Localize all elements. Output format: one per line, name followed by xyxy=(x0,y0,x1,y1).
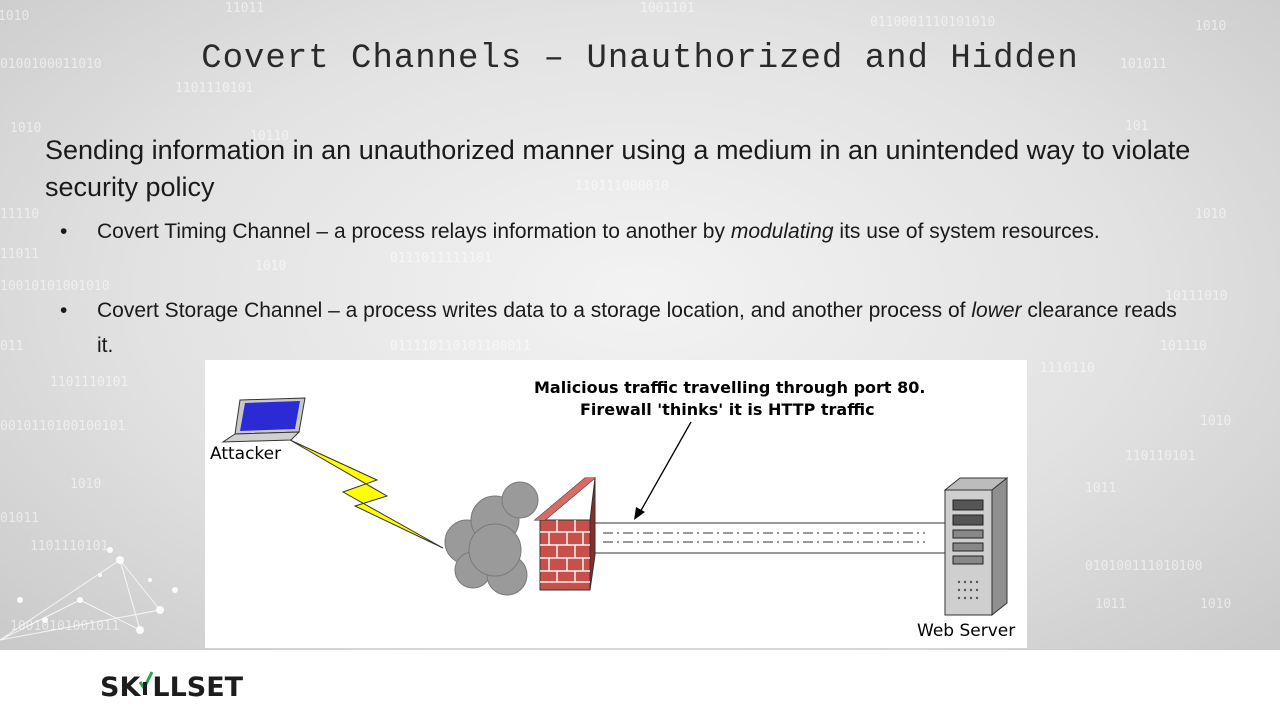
svg-text:010100111010100: 010100111010100 xyxy=(1085,559,1202,574)
svg-text:1011: 1011 xyxy=(1095,597,1126,612)
web-server-label: Web Server xyxy=(917,621,1016,641)
svg-text:1010: 1010 xyxy=(1200,597,1231,612)
svg-text:1001101: 1001101 xyxy=(640,1,695,16)
svg-text:1110110: 1110110 xyxy=(1040,361,1095,376)
internet-cloud-icon xyxy=(444,481,539,596)
footer-bar xyxy=(0,650,1280,720)
svg-text:01011: 01011 xyxy=(0,511,39,526)
checkmark-i-icon xyxy=(139,671,154,698)
svg-text:0010110100100101: 0010110100100101 xyxy=(0,419,125,434)
svg-text:1011: 1011 xyxy=(1085,481,1116,496)
slide-title: Covert Channels – Unauthorized and Hidde… xyxy=(201,40,1079,78)
svg-text:011110110101100011: 011110110101100011 xyxy=(390,339,531,354)
lightning-bolt-icon xyxy=(289,439,444,549)
skillset-logo: SK LLSET xyxy=(100,671,244,703)
bullet-text: Covert Timing Channel – a process relays… xyxy=(97,220,1100,243)
svg-text:1010: 1010 xyxy=(70,477,101,492)
svg-text:11011: 11011 xyxy=(225,1,264,16)
lead-paragraph: Sending information in an unauthorized m… xyxy=(45,135,1191,202)
binary-pattern-background: 1010 11011 1001101 0110001110101010 1010… xyxy=(0,0,1280,650)
attacker-label: Attacker xyxy=(210,444,282,464)
svg-text:1010: 1010 xyxy=(10,121,41,136)
svg-text:1101110101: 1101110101 xyxy=(50,375,128,390)
svg-text:0100100011010: 0100100011010 xyxy=(0,57,102,72)
bullet-glyph: • xyxy=(60,220,68,243)
bullet-glyph: • xyxy=(60,299,68,322)
svg-text:110111000010: 110111000010 xyxy=(575,179,669,194)
svg-text:101011: 101011 xyxy=(1120,57,1167,72)
firewall-icon xyxy=(533,477,597,591)
svg-text:0111011111101: 0111011111101 xyxy=(390,251,492,266)
svg-text:1010: 1010 xyxy=(1195,207,1226,222)
svg-text:1010: 1010 xyxy=(1195,19,1226,34)
svg-text:11110: 11110 xyxy=(0,207,39,222)
web-server-icon xyxy=(943,476,1009,617)
svg-text:011: 011 xyxy=(0,339,23,354)
svg-text:11011: 11011 xyxy=(0,247,39,262)
network-diagram: Malicious traffic travelling through por… xyxy=(205,360,1027,648)
diagram-caption-line1: Malicious traffic travelling through por… xyxy=(534,378,926,397)
annotation-arrow xyxy=(634,421,692,520)
traffic-tunnel xyxy=(595,522,950,554)
svg-text:1010: 1010 xyxy=(255,259,286,274)
svg-text:1101110101: 1101110101 xyxy=(30,539,108,554)
diagram-caption-line2: Firewall 'thinks' it is HTTP traffic xyxy=(580,400,875,419)
svg-text:110110101: 110110101 xyxy=(1125,449,1195,464)
svg-text:101110: 101110 xyxy=(1160,339,1207,354)
slide-background: 1010 11011 1001101 0110001110101010 1010… xyxy=(0,0,1280,650)
svg-text:1010: 1010 xyxy=(1200,414,1231,429)
svg-text:10010101001010: 10010101001010 xyxy=(0,279,110,294)
svg-text:10111010: 10111010 xyxy=(1165,289,1228,304)
svg-text:1010: 1010 xyxy=(0,9,29,24)
bullet-text: Covert Storage Channel – a process write… xyxy=(97,299,1177,357)
laptop-icon xyxy=(221,397,306,443)
svg-text:10110: 10110 xyxy=(250,129,289,144)
svg-text:1101110101: 1101110101 xyxy=(175,81,253,96)
svg-text:0110001110101010: 0110001110101010 xyxy=(870,15,995,30)
svg-text:101: 101 xyxy=(1125,119,1148,134)
